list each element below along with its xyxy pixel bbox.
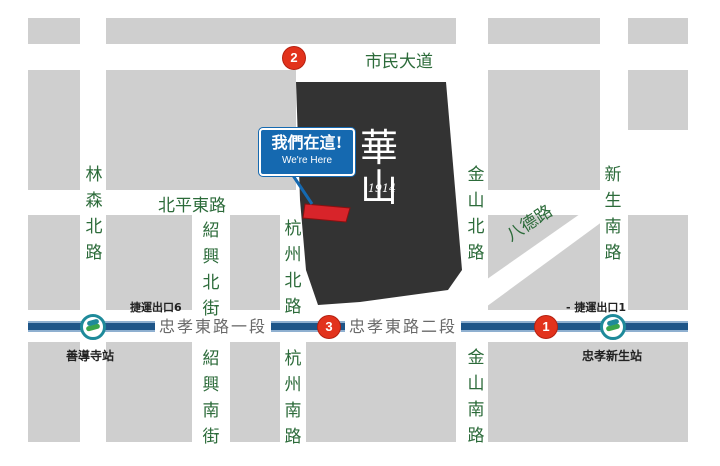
road-label-xinsheng-s: 新生南路 bbox=[604, 165, 622, 263]
callout-subtitle: We're Here bbox=[281, 155, 333, 166]
city-block bbox=[488, 342, 688, 442]
city-block bbox=[28, 18, 80, 44]
city-block bbox=[628, 18, 688, 44]
we-are-here-callout: 我們在這! We're Here bbox=[259, 128, 355, 176]
station-name-zhongxiao-xinsheng: 忠孝新生站 bbox=[582, 349, 643, 363]
exit-label-6: 捷運出口6 bbox=[130, 301, 182, 314]
marker-1: 1 bbox=[535, 316, 557, 338]
road-label-jinshan-n: 金山北路 bbox=[467, 165, 485, 263]
road-label-beiping-e: 北平東路 bbox=[158, 196, 226, 216]
city-block bbox=[28, 70, 80, 190]
road-label-linsen-n: 林森北路 bbox=[85, 165, 103, 263]
city-block bbox=[106, 18, 456, 44]
metro-station-icon bbox=[600, 314, 626, 340]
city-block bbox=[28, 342, 80, 442]
road-label-shaoxing-n: 紹興北街 bbox=[202, 221, 220, 319]
city-block bbox=[106, 215, 192, 310]
city-block bbox=[306, 342, 456, 442]
city-block bbox=[230, 215, 280, 310]
logo-number: 1914 bbox=[368, 182, 396, 195]
city-block bbox=[28, 215, 80, 310]
road-label-hangzhou-n: 杭州北路 bbox=[284, 219, 302, 317]
bade-road bbox=[420, 130, 700, 326]
exit-label-1: - 捷運出口1 bbox=[566, 301, 627, 314]
station-name-shandao: 善導寺站 bbox=[66, 349, 115, 363]
city-block bbox=[628, 70, 688, 130]
marker-2: 2 bbox=[283, 47, 305, 69]
metro-station-icon bbox=[80, 314, 106, 340]
huashan-logo: 華山 bbox=[360, 128, 410, 208]
road-label-shaoxing-s: 紹興南街 bbox=[202, 349, 220, 447]
city-block bbox=[106, 342, 192, 442]
city-block bbox=[628, 215, 688, 310]
marker-3: 3 bbox=[318, 316, 340, 338]
metro-label-zhongxiao-sec1: 忠孝東路一段 bbox=[155, 318, 272, 336]
road-label-hangzhou-s: 杭州南路 bbox=[284, 349, 302, 447]
callout-title: 我們在這! bbox=[271, 133, 343, 152]
city-block bbox=[230, 342, 280, 442]
road-label-jinshan-s: 金山南路 bbox=[467, 348, 485, 446]
logo-text: 華山 bbox=[360, 126, 399, 210]
city-block bbox=[488, 70, 600, 190]
metro-label-zhongxiao-sec2: 忠孝東路二段 bbox=[345, 318, 462, 336]
road-label-civic-blvd: 市民大道 bbox=[365, 52, 433, 72]
city-block bbox=[488, 18, 600, 44]
huashan-building bbox=[302, 203, 351, 223]
